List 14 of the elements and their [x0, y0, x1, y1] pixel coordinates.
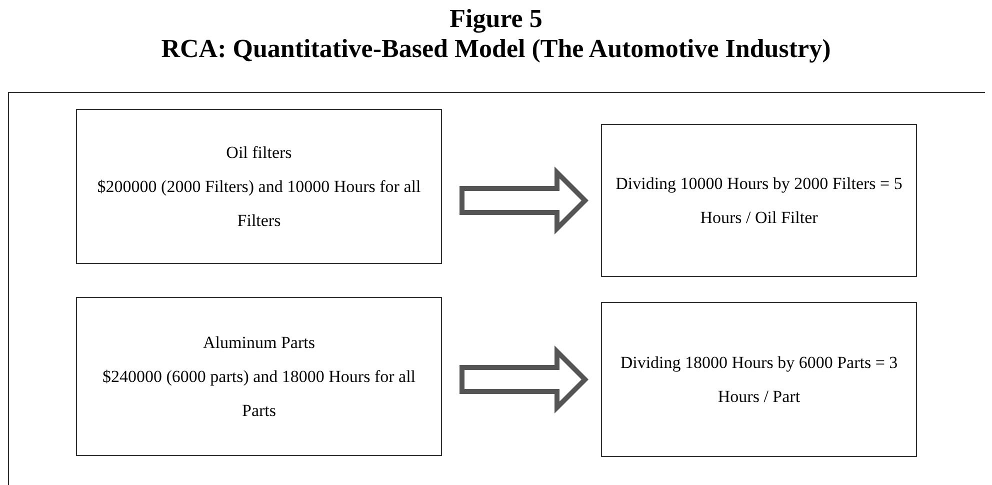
process-box: [76, 297, 442, 456]
box-heading: Aluminum Parts: [203, 332, 315, 354]
figure-title: Figure 5: [450, 4, 542, 34]
process-box: [601, 302, 917, 457]
block-arrow: [460, 345, 589, 414]
process-box: [76, 109, 442, 264]
block-arrow: [460, 166, 589, 235]
box-heading: Oil filters: [226, 142, 292, 164]
box-text: $200000 (2000 Filters) and 10000 Hours for all Filters: [96, 176, 422, 232]
box-text: Dividing 18000 Hours by 6000 Parts = 3 Hours / Part: [619, 352, 899, 408]
box-text: Dividing 10000 Hours by 2000 Filters = 5 Hours / Oil Filter: [614, 172, 904, 228]
process-box: [601, 124, 917, 277]
figure-subtitle: RCA: Quantitative-Based Model (The Automotive Industry): [161, 34, 831, 64]
box-text: $240000 (6000 parts) and 18000 Hours for all Parts: [101, 366, 417, 422]
